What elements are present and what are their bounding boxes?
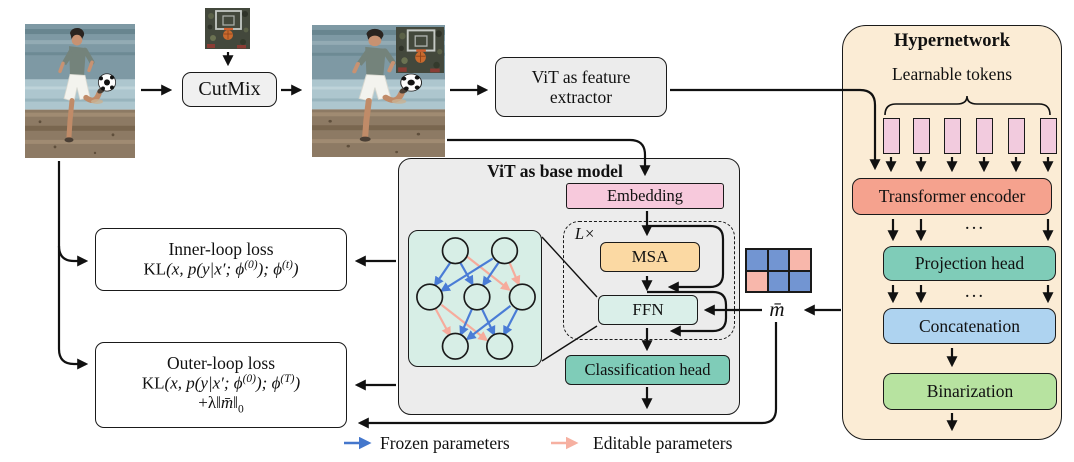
inner-loss-box: Inner-loop loss KL(x, p(y|x′; ϕ(0)); ϕ(t… (95, 228, 347, 291)
mask-cell-blue (789, 270, 811, 292)
projection-head-label: Projection head (914, 253, 1025, 274)
learnable-token (913, 118, 930, 154)
mask-cell-salmon (746, 270, 768, 292)
cutmix-label: CutMix (198, 78, 261, 100)
mask-grid (745, 248, 812, 293)
nn-graph (416, 237, 536, 360)
hypernetwork-panel (842, 25, 1062, 440)
legend-editable-label: Editable parameters (593, 433, 733, 453)
transformer-encoder-label: Transformer encoder (878, 186, 1026, 207)
ffn-box: FFN (598, 295, 698, 325)
augmented-image (312, 25, 445, 157)
ellipsis-2: ... (964, 281, 986, 302)
binarization-box: Binarization (883, 373, 1057, 410)
ellipsis-1: ... (964, 213, 986, 234)
mask-label: m̄ (769, 297, 785, 321)
mask-cell-blue (746, 249, 768, 271)
nn-graph-box (408, 230, 542, 367)
loop-count-label: L× (574, 224, 596, 243)
learnable-token (1008, 118, 1025, 154)
outer-loss-formula: KL(x, p(y|x′; ϕ(0)); ϕ(T)) (141, 373, 301, 393)
outer-loss-box: Outer-loop loss KL(x, p(y|x′; ϕ(0)); ϕ(T… (95, 342, 347, 428)
hypernetwork-title: Hypernetwork (893, 31, 1011, 51)
binarization-label: Binarization (926, 381, 1014, 402)
cutmix-patch-image (205, 8, 250, 49)
inner-loss-formula: KL(x, p(y|x′; ϕ(0)); ϕ(t)) (143, 259, 299, 280)
projection-head-box: Projection head (883, 246, 1056, 281)
learnable-token (1040, 118, 1057, 154)
feature-extractor-line2: extractor (549, 87, 613, 107)
ffn-label: FFN (632, 300, 664, 320)
learnable-token (944, 118, 961, 154)
mask-cell-salmon (789, 249, 811, 271)
embedding-label: Embedding (606, 185, 684, 205)
mask-cell-blue (767, 249, 789, 271)
base-model-title: ViT as base model (487, 161, 623, 181)
feature-extractor-line1: ViT as feature (531, 66, 631, 87)
learnable-tokens-label: Learnable tokens (891, 64, 1012, 84)
concatenation-box: Concatenation (883, 308, 1056, 344)
msa-label: MSA (631, 247, 669, 267)
classification-head-label: Classification head (584, 359, 711, 379)
embedding-box: Embedding (566, 183, 724, 209)
outer-loss-regularizer: +λ‖m̄‖0 (198, 393, 244, 416)
learnable-token (883, 118, 900, 154)
legend-frozen-label: Frozen parameters (380, 433, 510, 453)
learnable-token (976, 118, 993, 154)
inner-loss-title: Inner-loop loss (168, 239, 274, 260)
transformer-encoder-box: Transformer encoder (852, 178, 1052, 215)
outer-loss-title: Outer-loop loss (166, 353, 276, 374)
mask-cell-blue (767, 270, 789, 292)
source-image (25, 24, 135, 158)
classification-head-box: Classification head (565, 355, 730, 385)
concatenation-label: Concatenation (918, 315, 1021, 336)
cutmix-box: CutMix (182, 72, 277, 107)
feature-extractor-box: ViT as feature extractor (495, 57, 667, 117)
msa-box: MSA (600, 242, 700, 272)
